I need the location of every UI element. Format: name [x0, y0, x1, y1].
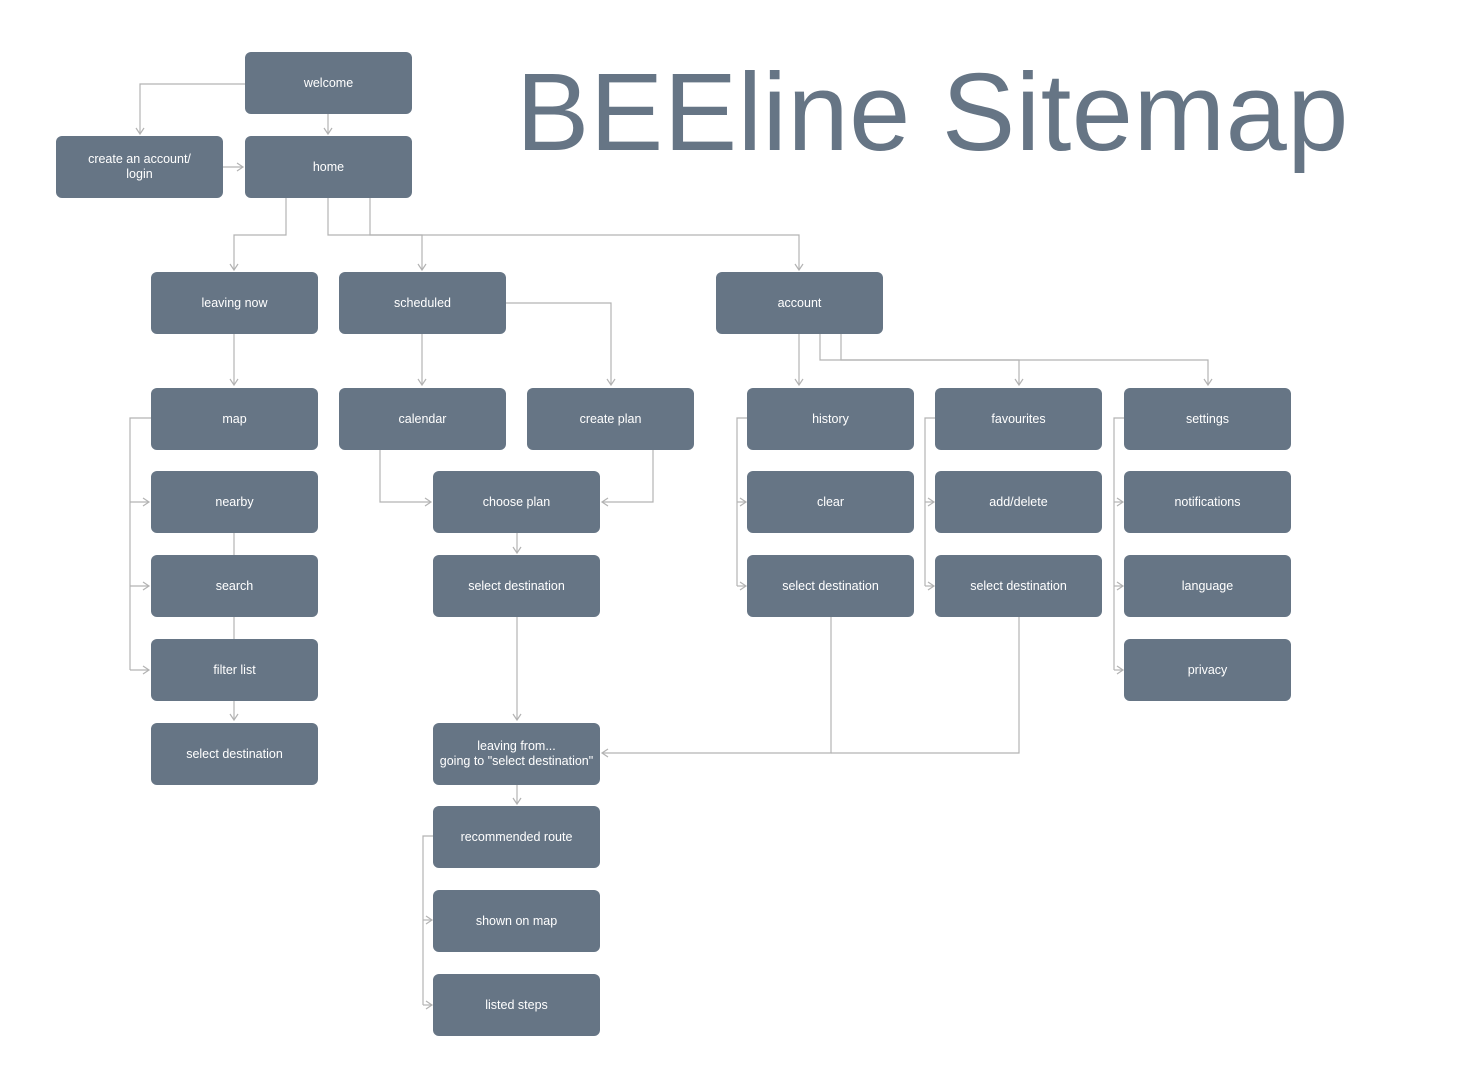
- node-choose-plan: choose plan: [433, 471, 600, 533]
- node-select-destination-scheduled: select destination: [433, 555, 600, 617]
- node-scheduled: scheduled: [339, 272, 506, 334]
- node-search: search: [151, 555, 318, 617]
- node-shown-on-map: shown on map: [433, 890, 600, 952]
- node-calendar: calendar: [339, 388, 506, 450]
- node-leaving-now: leaving now: [151, 272, 318, 334]
- node-map: map: [151, 388, 318, 450]
- node-create-plan: create plan: [527, 388, 694, 450]
- node-filter-list: filter list: [151, 639, 318, 701]
- node-leaving-from: leaving from... going to "select destina…: [433, 723, 600, 785]
- node-account: account: [716, 272, 883, 334]
- node-nearby: nearby: [151, 471, 318, 533]
- node-clear: clear: [747, 471, 914, 533]
- node-home: home: [245, 136, 412, 198]
- node-recommended-route: recommended route: [433, 806, 600, 868]
- node-select-destination-favourites: select destination: [935, 555, 1102, 617]
- node-select-destination-history: select destination: [747, 555, 914, 617]
- node-notifications: notifications: [1124, 471, 1291, 533]
- page-title: BEEline Sitemap: [516, 51, 1349, 174]
- node-privacy: privacy: [1124, 639, 1291, 701]
- node-create-account: create an account/ login: [56, 136, 223, 198]
- node-favourites: favourites: [935, 388, 1102, 450]
- node-listed-steps: listed steps: [433, 974, 600, 1036]
- node-welcome: welcome: [245, 52, 412, 114]
- node-select-destination-leaving-now: select destination: [151, 723, 318, 785]
- node-settings: settings: [1124, 388, 1291, 450]
- node-history: history: [747, 388, 914, 450]
- node-language: language: [1124, 555, 1291, 617]
- node-add-delete: add/delete: [935, 471, 1102, 533]
